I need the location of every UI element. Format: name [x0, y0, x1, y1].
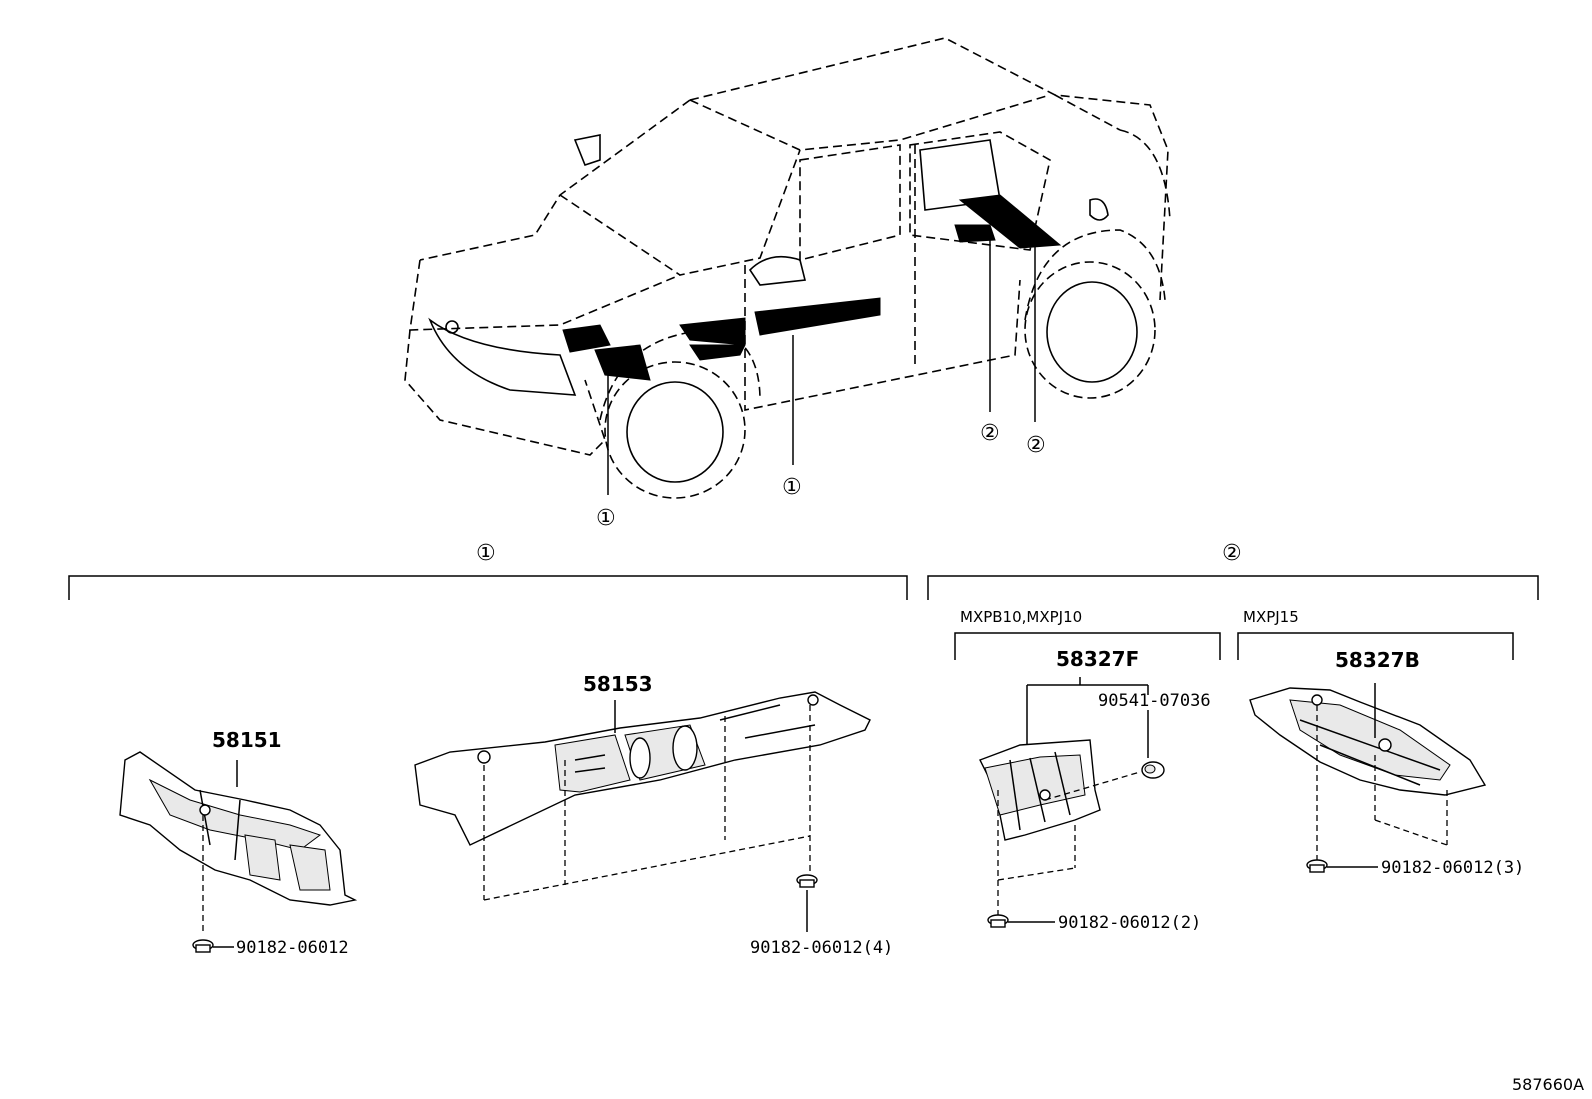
- part-number-clip-2: 90182-06012(2): [1058, 913, 1201, 933]
- clip-fastener-icon: [796, 874, 818, 888]
- part-number-clip: 90182-06012: [236, 938, 349, 958]
- clip-fastener-icon: [192, 939, 214, 953]
- bolt-hole: [199, 804, 211, 816]
- part-58327F: 58327F 90541-07036 90182-06012(2): [979, 647, 1211, 933]
- insulator-location-rear-2: [954, 224, 996, 243]
- part-58151: 58151 90182-06012: [119, 728, 358, 958]
- insulator-location-center-3: [689, 344, 746, 361]
- insulator-location-front-2: [594, 344, 651, 381]
- part-58153: 58153 90182-06012(4): [414, 672, 893, 958]
- callout-1-center: ①: [782, 475, 802, 500]
- bolt-hole: [1311, 694, 1323, 706]
- group-1-bracket: ①: [68, 541, 908, 600]
- variant-models-label-2: MXPJ15: [1243, 608, 1299, 626]
- headlight-detail: [445, 320, 459, 334]
- variant-mxpj15-bracket: MXPJ15: [1237, 608, 1514, 660]
- insulator-location-center-2: [754, 297, 881, 336]
- part-number-58327B: 58327B: [1335, 648, 1420, 672]
- illustration-code: 587660A: [1512, 1075, 1584, 1094]
- callout-2-right: ②: [1026, 433, 1046, 458]
- clip-fastener-icon: [1306, 859, 1328, 873]
- part-number-58327F: 58327F: [1056, 647, 1139, 671]
- bolt-hole: [477, 750, 491, 764]
- callout-2-left: ②: [980, 421, 1000, 446]
- group-1-symbol: ①: [476, 541, 496, 566]
- bolt-hole: [1378, 738, 1392, 752]
- bolt-hole: [807, 694, 819, 706]
- insulator-location-front-1: [562, 324, 611, 353]
- part-number-58153: 58153: [583, 672, 653, 696]
- grommet-icon: [1141, 761, 1165, 779]
- insulator-location-rear-1: [958, 194, 1062, 249]
- insulator-location-center-1: [679, 317, 746, 346]
- vehicle-overview: ① ① ② ②: [404, 37, 1171, 531]
- part-number-90541: 90541-07036: [1098, 691, 1211, 711]
- callout-1-front: ①: [596, 506, 616, 531]
- variant-models-label-1: MXPB10,MXPJ10: [960, 608, 1082, 626]
- part-58327B: 58327B 90182-06012(3): [1249, 648, 1524, 878]
- part-number-clip-3: 90182-06012(3): [1381, 858, 1524, 878]
- variant-mxpb10-bracket: MXPB10,MXPJ10: [954, 608, 1221, 660]
- group-2-bracket: ②: [927, 541, 1539, 600]
- part-number-clip-4: 90182-06012(4): [750, 938, 893, 958]
- clip-fastener-icon: [987, 914, 1009, 928]
- group-2-symbol: ②: [1222, 541, 1242, 566]
- part-number-58151: 58151: [212, 728, 282, 752]
